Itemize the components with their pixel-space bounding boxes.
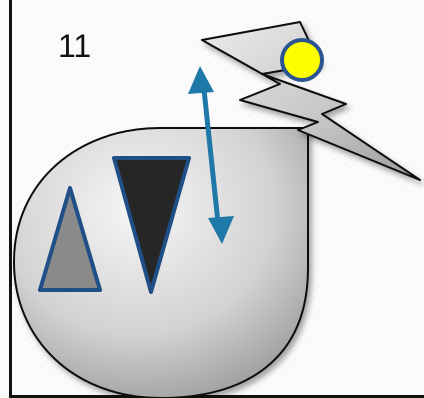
arrow-head-top-icon [188,66,214,94]
yellow-circle-icon [282,40,322,80]
